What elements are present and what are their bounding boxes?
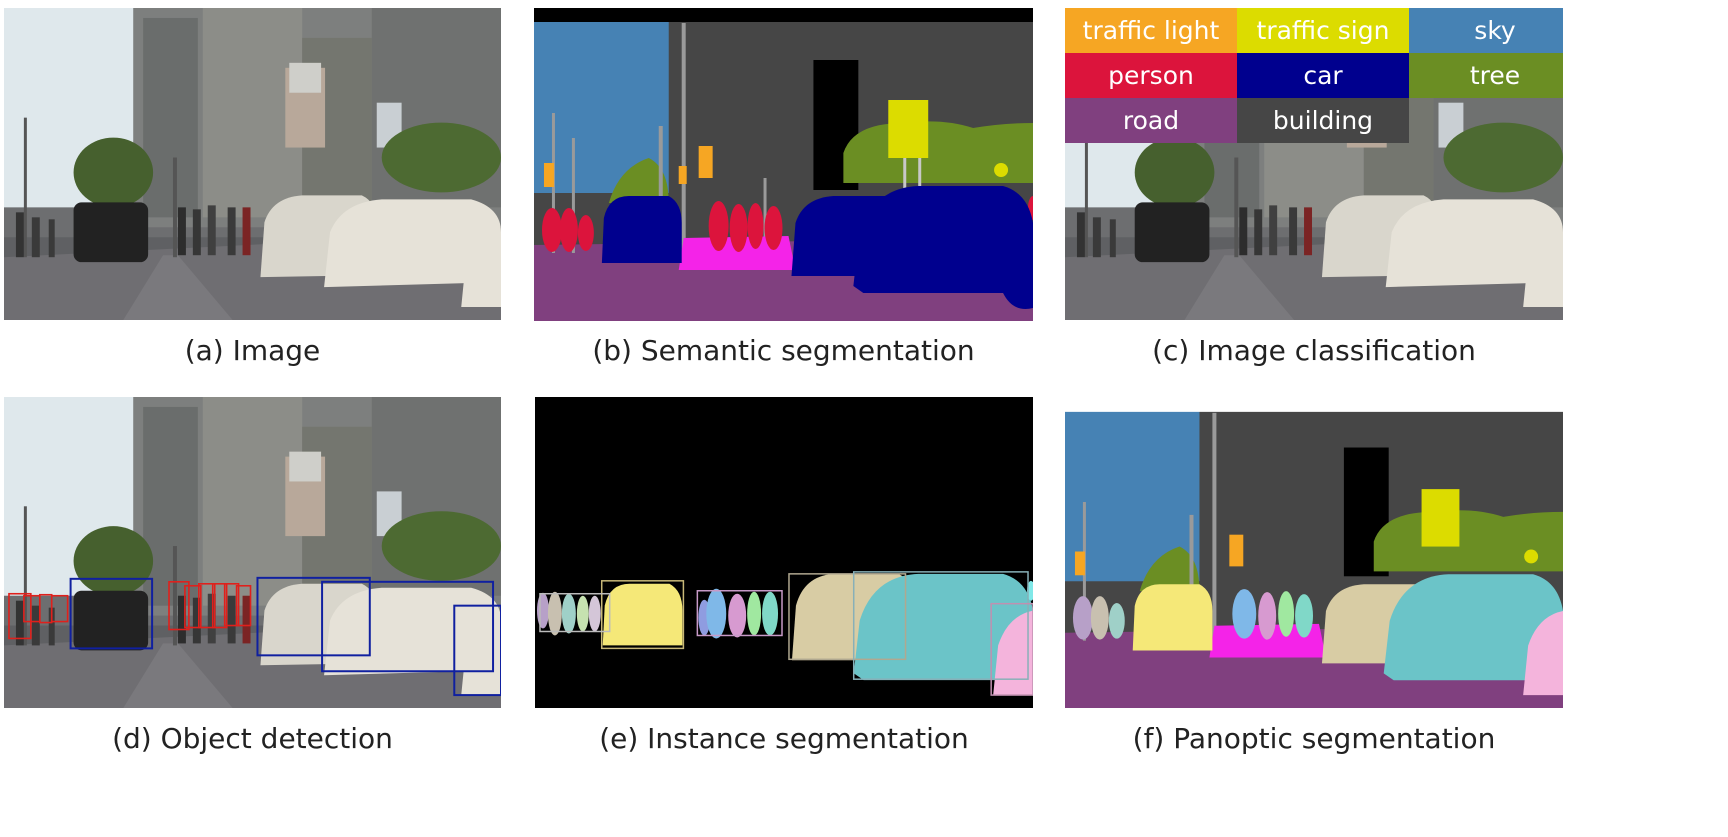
object-detection-panel: [4, 397, 501, 708]
legend-item-traffic-sign: traffic sign: [1237, 8, 1409, 53]
legend-item-car: car: [1237, 53, 1409, 98]
instance-segmentation-map: [535, 397, 1033, 708]
caption-d: (d) Object detection: [112, 722, 393, 755]
caption-a: (a) Image: [184, 334, 321, 367]
instance-segmentation-panel: [535, 397, 1033, 708]
caption-b: (b) Semantic segmentation: [592, 334, 975, 367]
detection-photo: [4, 397, 501, 708]
legend-item-sky: sky: [1409, 8, 1563, 53]
legend-item-traffic-light: traffic light: [1065, 8, 1237, 53]
legend-item-person: person: [1065, 53, 1237, 98]
image-panel: [4, 8, 501, 320]
semantic-segmentation-map: [534, 8, 1033, 321]
semantic-segmentation-panel: [534, 8, 1033, 321]
legend-item-building: building: [1237, 98, 1409, 143]
panoptic-segmentation-map: [1065, 398, 1563, 708]
caption-c: (c) Image classification: [1152, 334, 1476, 367]
car-boxes: [69, 576, 501, 697]
person-boxes: [8, 581, 252, 640]
caption-f: (f) Panoptic segmentation: [1132, 722, 1496, 755]
street-photo: [4, 8, 501, 320]
legend-item-road: road: [1065, 98, 1237, 143]
panoptic-segmentation-panel: [1065, 398, 1563, 708]
caption-e: (e) Instance segmentation: [599, 722, 969, 755]
legend-item-tree: tree: [1409, 53, 1563, 98]
